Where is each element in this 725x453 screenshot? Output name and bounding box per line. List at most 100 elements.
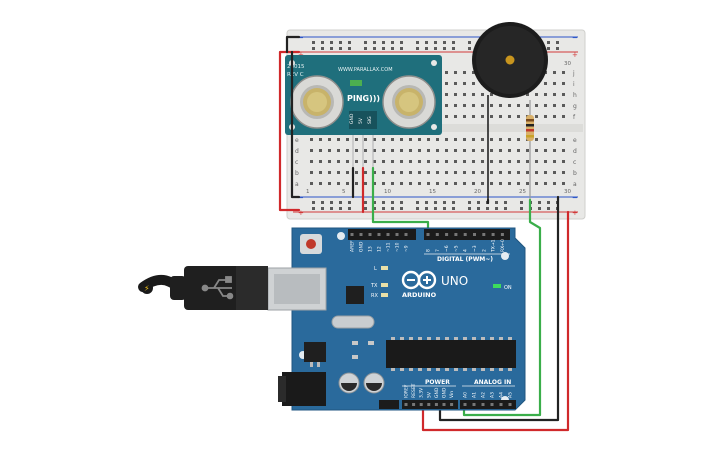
breadboard-hole[interactable] bbox=[445, 160, 448, 163]
rail-hole[interactable] bbox=[330, 201, 333, 204]
wire-red-rail[interactable] bbox=[278, 50, 301, 212]
breadboard-hole[interactable] bbox=[535, 171, 538, 174]
breadboard-hole[interactable] bbox=[463, 182, 466, 185]
breadboard-hole[interactable] bbox=[454, 93, 457, 96]
breadboard-hole[interactable] bbox=[310, 182, 313, 185]
rail-hole[interactable] bbox=[556, 47, 559, 50]
rail-hole[interactable] bbox=[434, 47, 437, 50]
breadboard-hole[interactable] bbox=[373, 149, 376, 152]
header-pin[interactable] bbox=[426, 233, 430, 236]
breadboard-hole[interactable] bbox=[391, 171, 394, 174]
breadboard-hole[interactable] bbox=[499, 138, 502, 141]
breadboard-hole[interactable] bbox=[463, 115, 466, 118]
breadboard-hole[interactable] bbox=[373, 138, 376, 141]
breadboard-hole[interactable] bbox=[454, 171, 457, 174]
breadboard-hole[interactable] bbox=[499, 182, 502, 185]
breadboard-hole[interactable] bbox=[328, 138, 331, 141]
breadboard-hole[interactable] bbox=[400, 160, 403, 163]
breadboard-hole[interactable] bbox=[562, 104, 565, 107]
breadboard-hole[interactable] bbox=[454, 182, 457, 185]
breadboard-hole[interactable] bbox=[355, 160, 358, 163]
breadboard-hole[interactable] bbox=[463, 171, 466, 174]
breadboard-hole[interactable] bbox=[382, 138, 385, 141]
breadboard-hole[interactable] bbox=[427, 171, 430, 174]
breadboard-hole[interactable] bbox=[562, 115, 565, 118]
breadboard-hole[interactable] bbox=[508, 171, 511, 174]
breadboard-hole[interactable] bbox=[418, 182, 421, 185]
rail-hole[interactable] bbox=[391, 41, 394, 44]
breadboard-hole[interactable] bbox=[553, 82, 556, 85]
rail-hole[interactable] bbox=[391, 47, 394, 50]
rail-hole[interactable] bbox=[416, 41, 419, 44]
rail-hole[interactable] bbox=[364, 207, 367, 210]
wire-black-rail-left[interactable] bbox=[290, 50, 301, 199]
rail-hole[interactable] bbox=[416, 47, 419, 50]
rail-hole[interactable] bbox=[538, 201, 541, 204]
wire-power-return[interactable] bbox=[421, 210, 570, 432]
breadboard-hole[interactable] bbox=[517, 104, 520, 107]
breadboard-hole[interactable] bbox=[409, 160, 412, 163]
breadboard-hole[interactable] bbox=[472, 138, 475, 141]
rail-hole[interactable] bbox=[425, 207, 428, 210]
breadboard-hole[interactable] bbox=[553, 104, 556, 107]
rail-hole[interactable] bbox=[339, 47, 342, 50]
rail-hole[interactable] bbox=[321, 41, 324, 44]
breadboard-hole[interactable] bbox=[553, 138, 556, 141]
rail-hole[interactable] bbox=[312, 41, 315, 44]
ping-ultrasonic-sensor[interactable]: 28015 REV C WWW.PARALLAX.COM PING))) GND… bbox=[285, 55, 442, 168]
header-pin[interactable] bbox=[473, 233, 476, 236]
breadboard-hole[interactable] bbox=[445, 82, 448, 85]
breadboard-hole[interactable] bbox=[418, 171, 421, 174]
header-pin[interactable] bbox=[463, 233, 467, 236]
piezo-buzzer[interactable] bbox=[472, 22, 548, 200]
rail-hole[interactable] bbox=[373, 47, 376, 50]
rail-hole[interactable] bbox=[434, 201, 437, 204]
analog-pin[interactable] bbox=[481, 403, 485, 406]
breadboard-hole[interactable] bbox=[562, 149, 565, 152]
breadboard-hole[interactable] bbox=[508, 149, 511, 152]
header-pin[interactable] bbox=[368, 233, 372, 236]
wire-ground-return[interactable] bbox=[438, 195, 560, 422]
breadboard-hole[interactable] bbox=[436, 149, 439, 152]
rail-hole[interactable] bbox=[468, 201, 471, 204]
breadboard-hole[interactable] bbox=[346, 160, 349, 163]
breadboard-hole[interactable] bbox=[553, 115, 556, 118]
breadboard-hole[interactable] bbox=[373, 171, 376, 174]
analog-pin[interactable] bbox=[508, 403, 512, 406]
breadboard-hole[interactable] bbox=[517, 171, 520, 174]
power-pin[interactable] bbox=[434, 403, 438, 406]
breadboard-hole[interactable] bbox=[445, 182, 448, 185]
header-pin[interactable] bbox=[500, 233, 504, 236]
breadboard-hole[interactable] bbox=[319, 171, 322, 174]
rail-hole[interactable] bbox=[547, 41, 550, 44]
breadboard-hole[interactable] bbox=[544, 82, 547, 85]
breadboard-hole[interactable] bbox=[418, 160, 421, 163]
breadboard-hole[interactable] bbox=[472, 82, 475, 85]
breadboard-hole[interactable] bbox=[472, 149, 475, 152]
power-pin[interactable] bbox=[419, 403, 423, 406]
power-pin[interactable] bbox=[412, 403, 416, 406]
rail-hole[interactable] bbox=[391, 207, 394, 210]
breadboard-hole[interactable] bbox=[319, 160, 322, 163]
breadboard-hole[interactable] bbox=[409, 149, 412, 152]
header-pin[interactable] bbox=[454, 233, 458, 236]
breadboard-hole[interactable] bbox=[400, 182, 403, 185]
breadboard-hole[interactable] bbox=[472, 71, 475, 74]
rail-hole[interactable] bbox=[425, 47, 428, 50]
breadboard-hole[interactable] bbox=[526, 149, 529, 152]
breadboard-hole[interactable] bbox=[445, 104, 448, 107]
breadboard-hole[interactable] bbox=[517, 149, 520, 152]
breadboard-hole[interactable] bbox=[562, 71, 565, 74]
rail-hole[interactable] bbox=[364, 41, 367, 44]
breadboard-hole[interactable] bbox=[400, 149, 403, 152]
breadboard-hole[interactable] bbox=[535, 104, 538, 107]
rail-hole[interactable] bbox=[312, 201, 315, 204]
breadboard-hole[interactable] bbox=[490, 160, 493, 163]
breadboard-hole[interactable] bbox=[364, 138, 367, 141]
breadboard-hole[interactable] bbox=[463, 93, 466, 96]
header-pin[interactable] bbox=[445, 233, 449, 236]
breadboard-hole[interactable] bbox=[310, 138, 313, 141]
rail-hole[interactable] bbox=[373, 201, 376, 204]
header-pin[interactable] bbox=[395, 233, 399, 236]
breadboard-hole[interactable] bbox=[391, 182, 394, 185]
